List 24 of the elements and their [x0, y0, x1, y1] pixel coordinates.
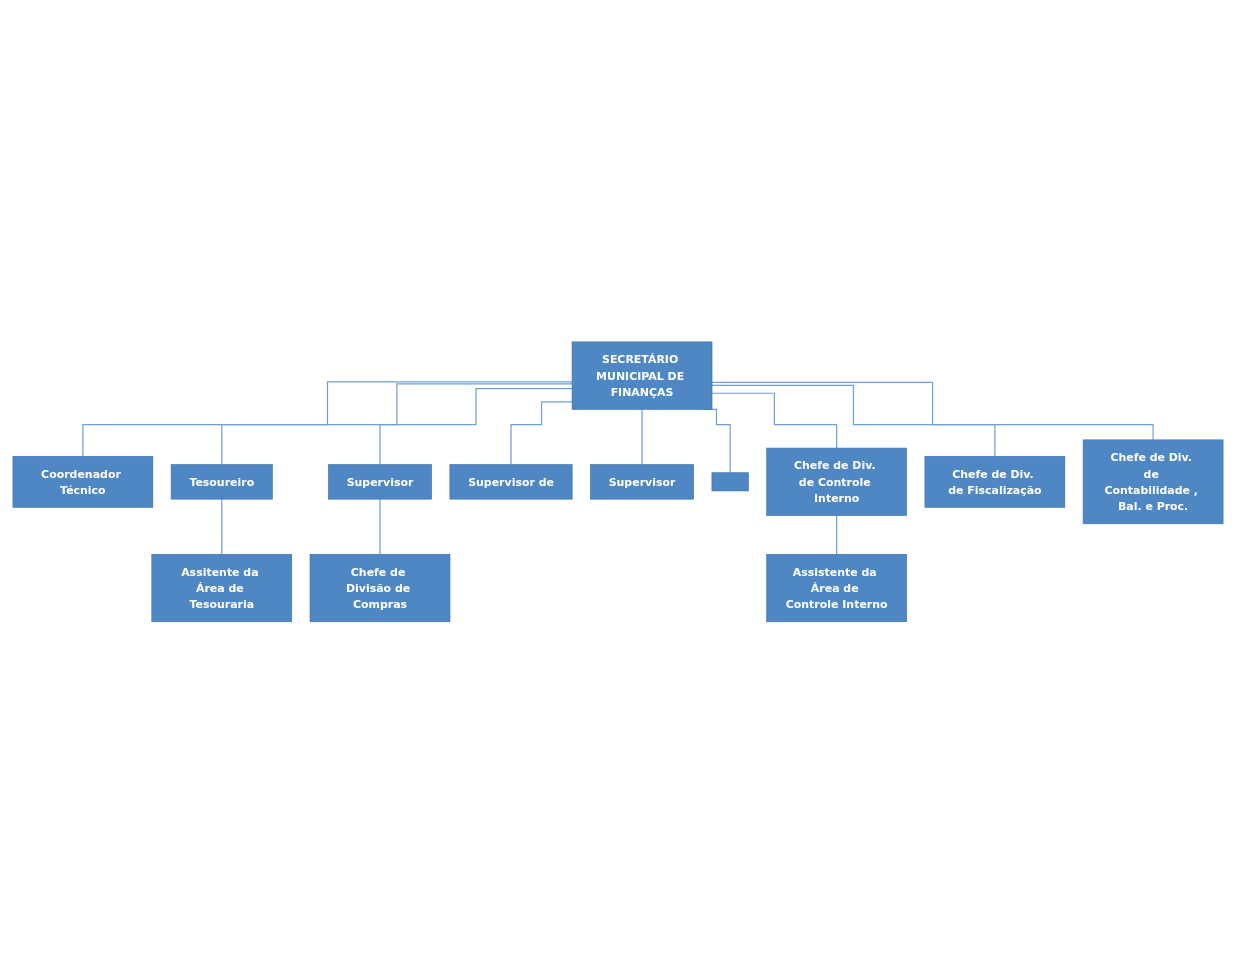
node-box — [711, 472, 749, 491]
node-box: Supervisor de — [449, 463, 573, 500]
node-box: Assistente da Área de Controle Interno — [766, 553, 907, 622]
connector — [221, 498, 223, 555]
node-box: SECRETÁRIO MUNICIPAL DE FINANÇAS — [571, 341, 713, 410]
connector — [82, 380, 573, 457]
node-box: Supervisor — [590, 463, 694, 500]
connector — [641, 408, 643, 465]
connector — [711, 384, 996, 457]
node-box: Chefe de Divisão de Compras — [309, 553, 451, 622]
connector — [836, 514, 838, 555]
node-box: Coordenador Técnico — [12, 455, 154, 508]
node-box: Assitente da Área de Tesouraria — [151, 553, 293, 622]
connector — [221, 382, 573, 465]
node-box: Supervisor — [328, 463, 432, 500]
connector — [711, 392, 838, 449]
node-box: Chefe de Div. de Fiscalização — [924, 455, 1066, 508]
connector — [379, 498, 381, 555]
node-box: Chefe de Div. de Contabilidade , Bal. e Proc. — [1082, 439, 1224, 524]
node-box: Tesoureiro — [170, 463, 273, 500]
connector — [510, 400, 573, 465]
connector — [379, 387, 573, 465]
connector — [711, 381, 1154, 441]
node-box: Chefe de Div. de Controle Interno — [766, 447, 907, 516]
